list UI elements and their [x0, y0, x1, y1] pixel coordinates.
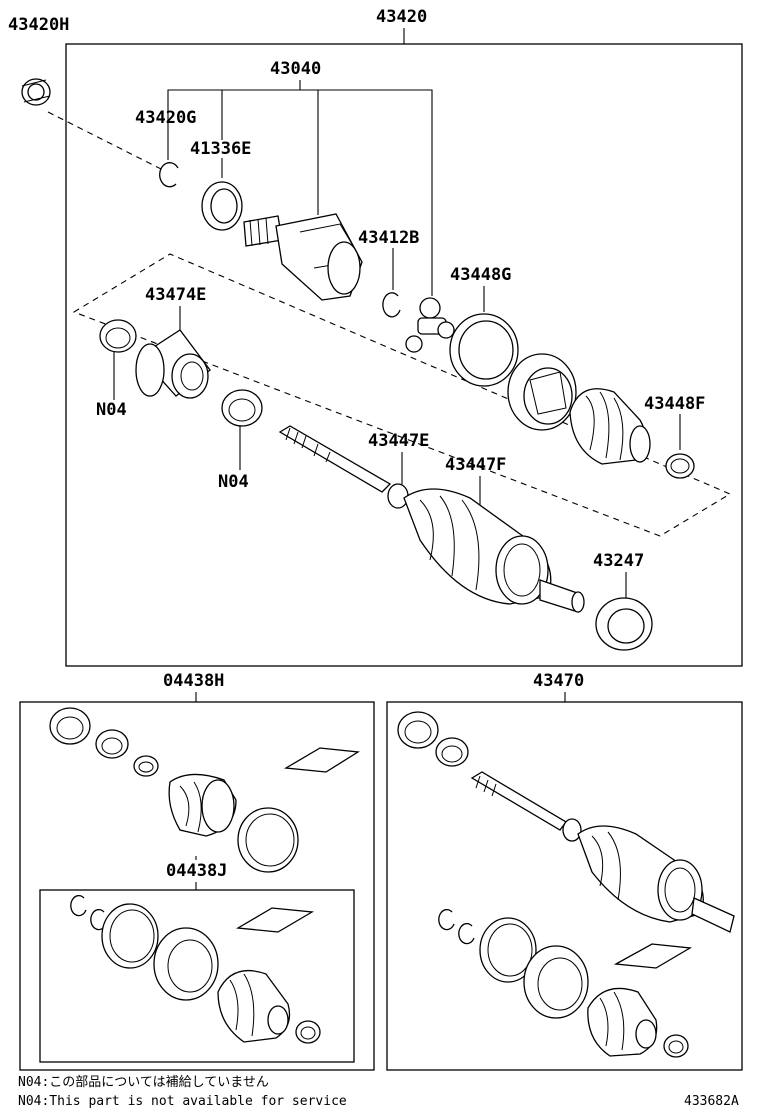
- kit-04438J-boot-icon: [217, 969, 291, 1043]
- shaft-43470-snap-ring-icon: [438, 908, 455, 931]
- clamp-43448F-icon: [665, 453, 695, 479]
- inner-joint-housing-icon: [507, 353, 577, 431]
- shaft-43470-clip-icon: [458, 922, 475, 945]
- label-43470: 43470: [533, 671, 584, 691]
- label-43474E: 43474E: [145, 285, 206, 305]
- note-english: N04:This part is not available for servi…: [18, 1094, 347, 1109]
- outboard-joint-43040-icon: [243, 213, 363, 301]
- clip-43412B-icon: [382, 292, 401, 318]
- label-43448G: 43448G: [450, 265, 511, 285]
- ring-43247-icon: [595, 597, 653, 651]
- ring-41336E-icon: [201, 181, 243, 231]
- sub-assembly-dashed-outline: [72, 253, 732, 537]
- label-04438J: 04438J: [166, 861, 227, 881]
- kit-04438H-boot-icon: [168, 773, 237, 837]
- shaft-43470-boot-icon: [587, 987, 658, 1057]
- inner-boot-icon: [569, 388, 651, 465]
- tripod-spider-icon: [405, 297, 455, 353]
- note-japanese: N04:この部品については補給していません: [18, 1075, 269, 1090]
- label-N04-left: N04: [96, 400, 127, 420]
- kit-04438J-snap-ring-icon: [70, 894, 87, 917]
- kit-04438H-clamp-large-icon: [49, 707, 91, 745]
- kit-04438J-frame: [39, 889, 355, 1063]
- kit-04438J-grease-pack-icon: [235, 907, 315, 933]
- label-43247: 43247: [593, 551, 644, 571]
- clamp-N04-mid-icon: [221, 389, 263, 427]
- shaft-43470-grease-pack-icon: [613, 943, 693, 969]
- band-43448G-icon: [449, 313, 519, 387]
- label-43420G: 43420G: [135, 108, 196, 128]
- kit-04438H-band-icon: [237, 807, 299, 873]
- kit-04438J-housing-icon: [153, 927, 219, 1001]
- shaft-43470-clamp-end-icon: [663, 1034, 689, 1058]
- label-43447E: 43447E: [368, 431, 429, 451]
- kit-04438H-clamp-medium-icon: [95, 729, 129, 759]
- leader-lines: [113, 28, 681, 890]
- kit-04438H-grease-pack-icon: [283, 747, 360, 773]
- label-41336E: 41336E: [190, 139, 251, 159]
- shaft-43470-clamp-large-icon: [397, 711, 439, 749]
- snap-ring-43420G-icon: [159, 162, 179, 188]
- clamp-N04-left-icon: [99, 319, 137, 353]
- label-43412B: 43412B: [358, 228, 419, 248]
- shaft-43470-housing-icon: [523, 945, 589, 1019]
- kit-04438H-frame: [19, 701, 375, 1071]
- label-04438H: 04438H: [163, 671, 224, 691]
- label-43448F: 43448F: [644, 394, 705, 414]
- kit-04438J-band-icon: [101, 903, 159, 969]
- label-43420: 43420: [376, 7, 427, 27]
- shaft-43470-band-icon: [479, 917, 537, 983]
- shaft-43470-drive-shaft-icon: [470, 771, 735, 933]
- kit-04438J-clamp-icon: [295, 1020, 321, 1044]
- label-43420H: 43420H: [8, 15, 69, 35]
- label-43447F: 43447F: [445, 455, 506, 475]
- shaft-43470-clamp-small-icon: [435, 737, 469, 767]
- kit-04438H-clamp-small-icon: [133, 755, 159, 777]
- label-43040: 43040: [270, 59, 321, 79]
- damper-43474E-icon: [135, 329, 211, 399]
- drive-shaft-icon: [278, 425, 585, 613]
- seal-43420H-icon: [21, 78, 51, 106]
- drawing-id: 433682A: [684, 1094, 739, 1109]
- label-N04-mid: N04: [218, 472, 249, 492]
